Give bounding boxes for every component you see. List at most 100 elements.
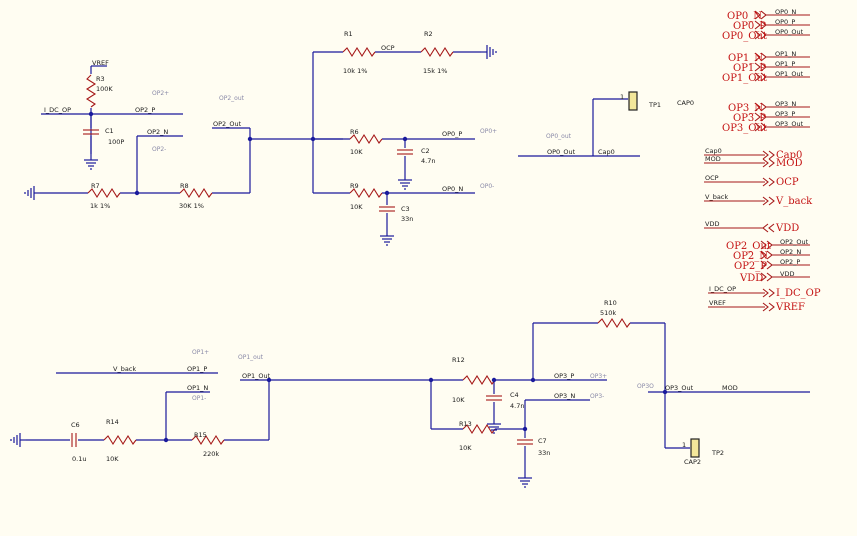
resistor-r9[interactable] <box>349 188 383 198</box>
junction-dot <box>522 426 528 432</box>
pin-op1-plus: OP1+ <box>192 349 209 356</box>
port-vdd-2[interactable]: VDD <box>739 273 763 284</box>
ref-c1: C1 <box>105 127 114 135</box>
value-r13: 10K <box>459 444 472 452</box>
port-group-bias <box>708 288 775 312</box>
resistor-r10[interactable] <box>597 318 631 328</box>
ref-r8: R8 <box>180 182 189 190</box>
junction-dot <box>163 437 169 443</box>
op0-filter-stage <box>312 51 481 230</box>
test-point-tp2[interactable] <box>690 438 700 458</box>
capacitor-c4[interactable] <box>485 395 503 401</box>
junction-dot <box>384 190 390 196</box>
port-op0-n[interactable]: OP0_N <box>727 11 762 22</box>
ref-r9: R9 <box>350 182 359 190</box>
port-op1-n[interactable]: OP1_N <box>728 53 763 64</box>
net-cap0: Cap0 <box>705 147 722 155</box>
port-op1-out[interactable]: OP1_Out <box>722 73 767 84</box>
port-op3-p[interactable]: OP3_P <box>733 113 766 124</box>
net-op0-out: OP0_Out <box>775 28 804 36</box>
capacitor-c6[interactable] <box>71 432 77 448</box>
junction-dot <box>530 377 536 383</box>
value-r2: 15k 1% <box>423 67 447 75</box>
port-v-back[interactable]: V_back <box>775 196 813 207</box>
net-label-vref: VREF <box>92 59 109 67</box>
port-op2-out[interactable]: OP2_Out <box>726 241 771 252</box>
port-vref[interactable]: VREF <box>775 302 805 313</box>
junction-dot <box>428 377 434 383</box>
ground-symbol <box>379 229 395 246</box>
net-label-op3-n: OP3_N <box>554 392 575 400</box>
port-mod[interactable]: MOD <box>776 158 802 169</box>
ref-c7: C7 <box>538 437 547 445</box>
port-vdd[interactable]: VDD <box>775 223 799 234</box>
resistor-r8[interactable] <box>179 188 213 198</box>
op0-output-stage <box>518 98 640 157</box>
ref-c6: C6 <box>71 421 80 429</box>
net-vdd: VDD <box>705 220 719 228</box>
ref-tp1: TP1 <box>648 101 661 109</box>
capacitor-c7[interactable] <box>516 439 534 445</box>
capacitor-c3[interactable] <box>378 206 396 212</box>
value-r8: 30K 1% <box>179 202 204 210</box>
port-op1-p[interactable]: OP1_P <box>733 63 766 74</box>
pin-op3-plus: OP3+ <box>590 373 607 380</box>
resistor-r2[interactable] <box>420 47 454 57</box>
resistor-r1[interactable] <box>342 47 376 57</box>
port-ocp[interactable]: OCP <box>776 177 799 188</box>
pin-op2-plus: OP2+ <box>152 90 169 97</box>
value-r3: 100K <box>96 85 113 93</box>
net-label-op2-p: OP2_P <box>135 106 155 114</box>
ground-symbol <box>480 44 497 60</box>
net-label-op0-p: OP0_P <box>442 130 462 138</box>
port-group-op2 <box>760 240 810 282</box>
ref-tp2: TP2 <box>711 449 724 457</box>
net-label-cap0: Cap0 <box>598 148 615 156</box>
resistor-r14[interactable] <box>103 435 137 445</box>
op3-filter-stage <box>430 322 810 472</box>
op1-input-stage <box>26 372 463 441</box>
net-label-v-back: V_back <box>113 365 136 373</box>
value-r14: 10K <box>106 455 119 463</box>
net-op0-n: OP0_N <box>775 8 796 16</box>
net-label-op3-out: OP3_Out <box>665 384 694 392</box>
test-point-tp1[interactable] <box>628 91 638 111</box>
value-r15: 220k <box>203 450 219 458</box>
net-op1-n: OP1_N <box>775 50 796 58</box>
ref-c4: C4 <box>510 391 519 399</box>
net-op2-n: OP2_N <box>780 248 801 256</box>
ref-r7: R7 <box>91 182 100 190</box>
junction-dot <box>310 136 316 142</box>
port-op2-n[interactable]: OP2_N <box>733 251 768 262</box>
value-c3: 33n <box>401 215 413 223</box>
resistor-r3[interactable] <box>86 74 96 108</box>
junction-dot <box>402 136 408 142</box>
port-cap0[interactable]: Cap0 <box>776 150 802 161</box>
port-op3-out[interactable]: OP3_Out <box>722 123 767 134</box>
pin-op0-plus: OP0+ <box>480 128 497 135</box>
pin-op0-out: OP0_out <box>546 133 572 140</box>
ref-c2: C2 <box>421 147 430 155</box>
value-c1: 100P <box>108 138 124 146</box>
value-r6: 10K <box>350 148 363 156</box>
capacitor-c2[interactable] <box>396 149 414 155</box>
port-op2-p[interactable]: OP2_P <box>734 261 767 272</box>
junction-dot <box>491 377 497 383</box>
port-op0-p[interactable]: OP0_P <box>733 21 766 32</box>
net-label-op2-out: OP2_Out <box>213 120 242 128</box>
resistor-r7[interactable] <box>87 188 121 198</box>
port-op3-n[interactable]: OP3_N <box>728 103 763 114</box>
port-i-dc-op[interactable]: I_DC_OP <box>776 288 821 299</box>
resistor-r12[interactable] <box>462 375 496 385</box>
net-vref: VREF <box>709 299 726 307</box>
junction-dot <box>266 377 272 383</box>
junction-dot <box>134 190 140 196</box>
tp2-net: CAP2 <box>684 458 701 466</box>
port-group-op0 <box>754 10 810 40</box>
port-op0-out[interactable]: OP0_Out <box>722 31 767 42</box>
resistor-r6[interactable] <box>349 134 383 144</box>
junction-dot <box>88 111 94 117</box>
net-label-op1-p: OP1_P <box>187 365 207 373</box>
ref-r15: R15 <box>194 431 207 439</box>
